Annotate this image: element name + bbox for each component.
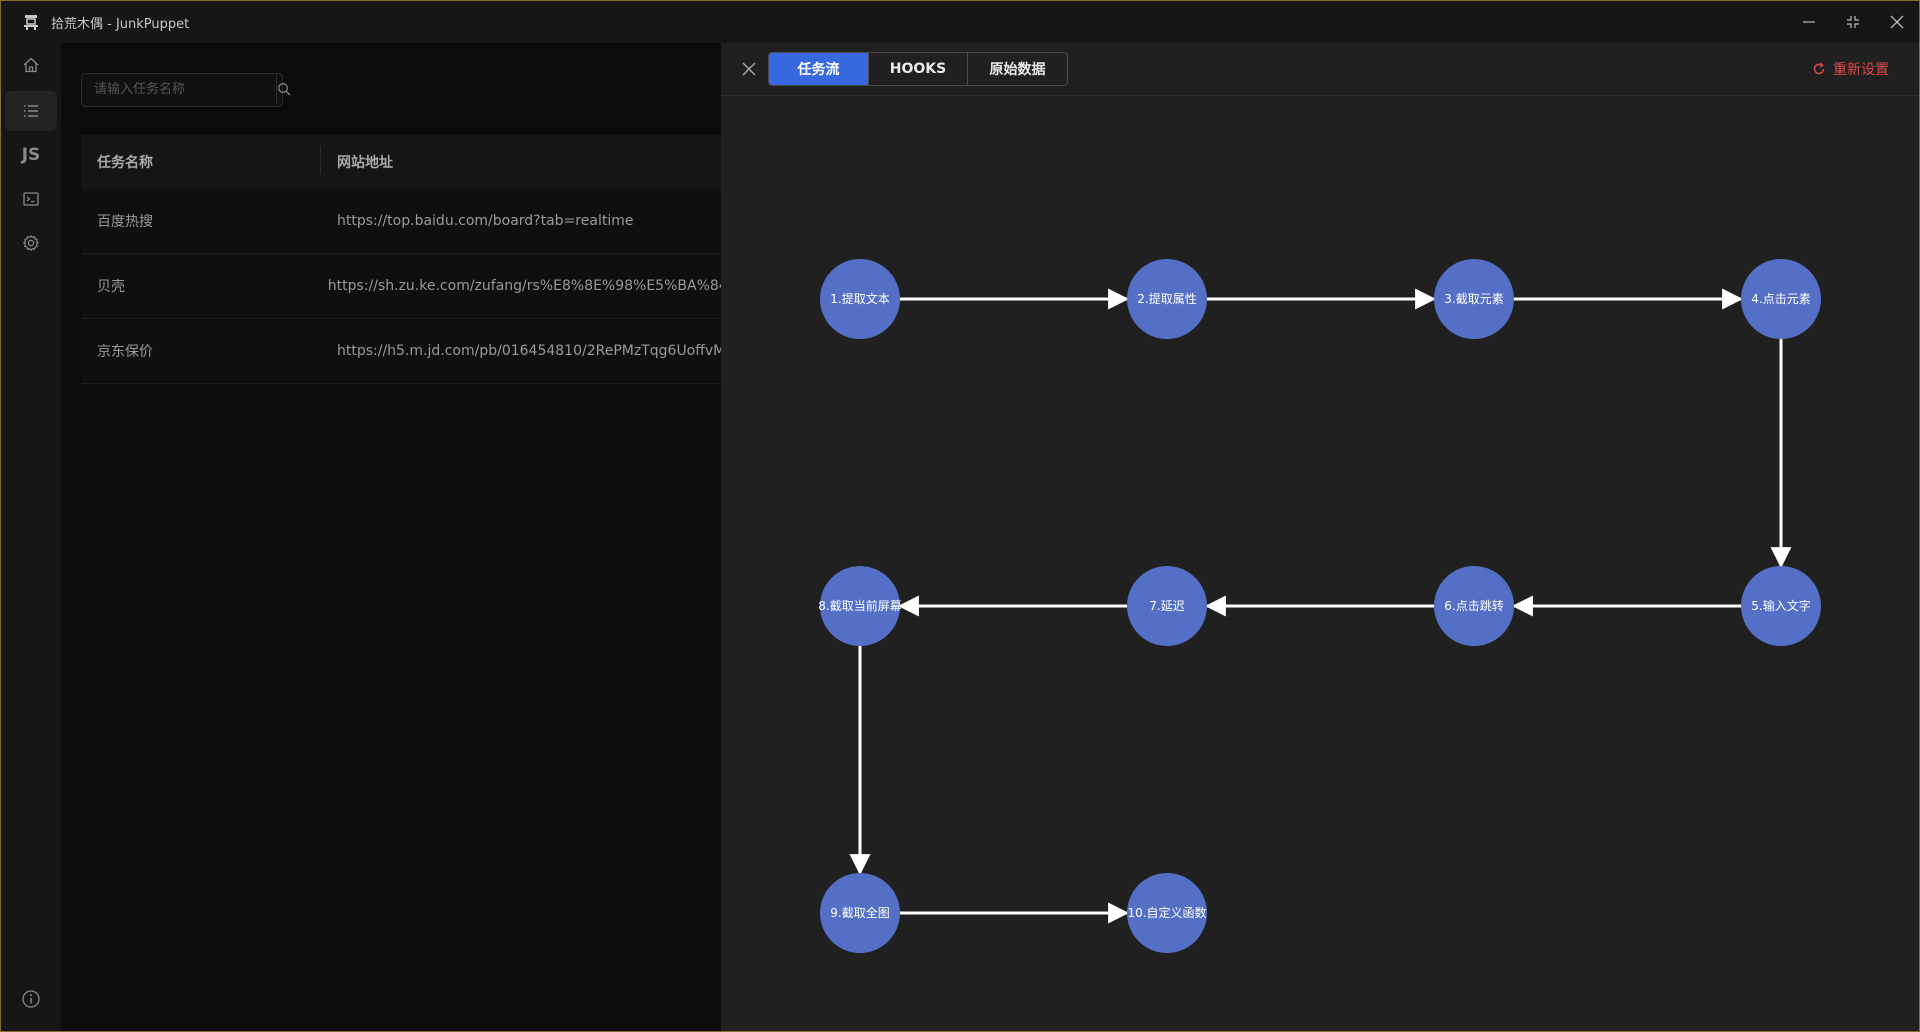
- flow-node-label: 9.截取全图: [830, 905, 889, 920]
- close-drawer-button[interactable]: [735, 55, 763, 83]
- flow-node-circle[interactable]: [820, 873, 900, 953]
- close-window-button[interactable]: [1875, 1, 1919, 43]
- task-url-cell: https://top.baidu.com/board?tab=realtime: [337, 213, 634, 229]
- maximize-button[interactable]: [1831, 1, 1875, 43]
- column-header-url: 网站地址: [337, 155, 393, 171]
- task-name-cell: 百度热搜: [97, 214, 153, 230]
- close-icon: [1890, 15, 1904, 29]
- sidebar-item-home[interactable]: [5, 45, 57, 85]
- flow-node-5[interactable]: 5.输入文字: [1741, 566, 1821, 646]
- terminal-icon: [23, 192, 39, 206]
- reset-label: 重新设置: [1833, 62, 1889, 78]
- flow-node-label: 1.提取文本: [830, 291, 889, 306]
- flow-node-label: 3.截取元素: [1444, 292, 1503, 306]
- gear-icon: [23, 235, 39, 251]
- flow-node-label: 10.自定义函数: [1127, 905, 1206, 920]
- table-row[interactable]: 贝壳 https://sh.zu.ke.com/zufang/rs%E8%8E%…: [81, 254, 741, 319]
- flow-node-circle[interactable]: [1434, 566, 1514, 646]
- info-icon: [22, 990, 40, 1008]
- close-icon: [742, 62, 756, 76]
- table-row[interactable]: 京东保价 https://h5.m.jd.com/pb/016454810/2R…: [81, 319, 741, 384]
- flow-node-2[interactable]: 2.提取属性: [1127, 259, 1207, 339]
- table-row[interactable]: 百度热搜 https://top.baidu.com/board?tab=rea…: [81, 189, 741, 254]
- search-box: [81, 73, 291, 107]
- task-url-cell: https://sh.zu.ke.com/zufang/rs%E8%8E%98%…: [327, 278, 741, 294]
- task-url-cell: https://h5.m.jd.com/pb/016454810/2RePMzT…: [337, 343, 737, 359]
- flow-node-7[interactable]: 7.延迟: [1127, 566, 1207, 646]
- flow-node-label: 5.输入文字: [1751, 598, 1810, 613]
- restore-icon: [1847, 16, 1859, 28]
- flow-node-circle[interactable]: [1741, 259, 1821, 339]
- search-button[interactable]: [276, 74, 291, 104]
- list-icon: [24, 105, 38, 117]
- title-bar: 拾荒木偶 - JunkPuppet: [1, 1, 1919, 43]
- flow-node-label: 8.截取当前屏幕: [818, 598, 901, 613]
- flow-node-3[interactable]: 3.截取元素: [1434, 259, 1514, 339]
- table-header: 任务名称 网站地址: [81, 135, 741, 189]
- flow-node-circle[interactable]: [1741, 566, 1821, 646]
- tab-hooks[interactable]: HOOKS: [869, 53, 968, 85]
- app-logo-icon: [21, 12, 41, 32]
- task-flow-graph: 1.提取文本 2.提取属性 3.截取元素 4.点击元素 5.输入文字 6.点击跳转 7.延迟…: [818, 259, 1821, 953]
- window-controls: [1787, 1, 1919, 43]
- task-table: 任务名称 网站地址 百度热搜 https://top.baidu.com/boa…: [81, 135, 741, 384]
- sidebar: JS: [1, 43, 61, 1031]
- search-input[interactable]: [82, 74, 276, 104]
- window-title: 拾荒木偶 - JunkPuppet: [51, 16, 190, 32]
- flow-node-9[interactable]: 9.截取全图: [820, 873, 900, 953]
- sidebar-item-settings[interactable]: [5, 223, 57, 263]
- flow-node-label: 2.提取属性: [1137, 291, 1196, 306]
- flow-node-8[interactable]: 8.截取当前屏幕: [818, 566, 902, 646]
- home-icon: [23, 57, 39, 73]
- flow-node-circle[interactable]: [820, 566, 900, 646]
- flow-node-circle[interactable]: [820, 259, 900, 339]
- flow-node-circle[interactable]: [1127, 259, 1207, 339]
- task-name-cell: 京东保价: [97, 344, 153, 360]
- sidebar-item-tasks[interactable]: [5, 91, 57, 131]
- tab-raw-data[interactable]: 原始数据: [968, 53, 1067, 85]
- flow-node-1[interactable]: 1.提取文本: [820, 259, 900, 339]
- flow-node-label: 4.点击元素: [1751, 292, 1810, 306]
- flow-node-circle[interactable]: [1127, 873, 1207, 953]
- column-header-name: 任务名称: [81, 146, 321, 174]
- view-tabs: 任务流 HOOKS 原始数据: [768, 52, 1068, 86]
- flow-node-6[interactable]: 6.点击跳转: [1434, 566, 1514, 646]
- task-detail-drawer: 任务流 HOOKS 原始数据 重新设置 1.: [721, 43, 1919, 1031]
- reset-button[interactable]: 重新设置: [1812, 59, 1889, 79]
- flow-node-label: 7.延迟: [1149, 599, 1184, 613]
- refresh-icon: [1812, 62, 1826, 76]
- flow-node-circle[interactable]: [1434, 259, 1514, 339]
- js-icon: JS: [21, 145, 41, 165]
- tab-task-flow[interactable]: 任务流: [769, 53, 869, 85]
- flow-node-4[interactable]: 4.点击元素: [1741, 259, 1821, 339]
- task-name-cell: 贝壳: [97, 279, 125, 295]
- minimize-icon: [1803, 21, 1815, 23]
- sidebar-item-js[interactable]: JS: [5, 135, 57, 175]
- drawer-header: 任务流 HOOKS 原始数据 重新设置: [721, 43, 1919, 96]
- flow-node-circle[interactable]: [1127, 566, 1207, 646]
- search-icon: [278, 83, 291, 96]
- task-list-area: 任务名称 网站地址 百度热搜 https://top.baidu.com/boa…: [61, 43, 741, 1031]
- flow-node-10[interactable]: 10.自定义函数: [1127, 873, 1207, 953]
- sidebar-item-terminal[interactable]: [5, 179, 57, 219]
- sidebar-item-about[interactable]: [5, 979, 57, 1019]
- flow-node-label: 6.点击跳转: [1444, 598, 1503, 613]
- minimize-button[interactable]: [1787, 1, 1831, 43]
